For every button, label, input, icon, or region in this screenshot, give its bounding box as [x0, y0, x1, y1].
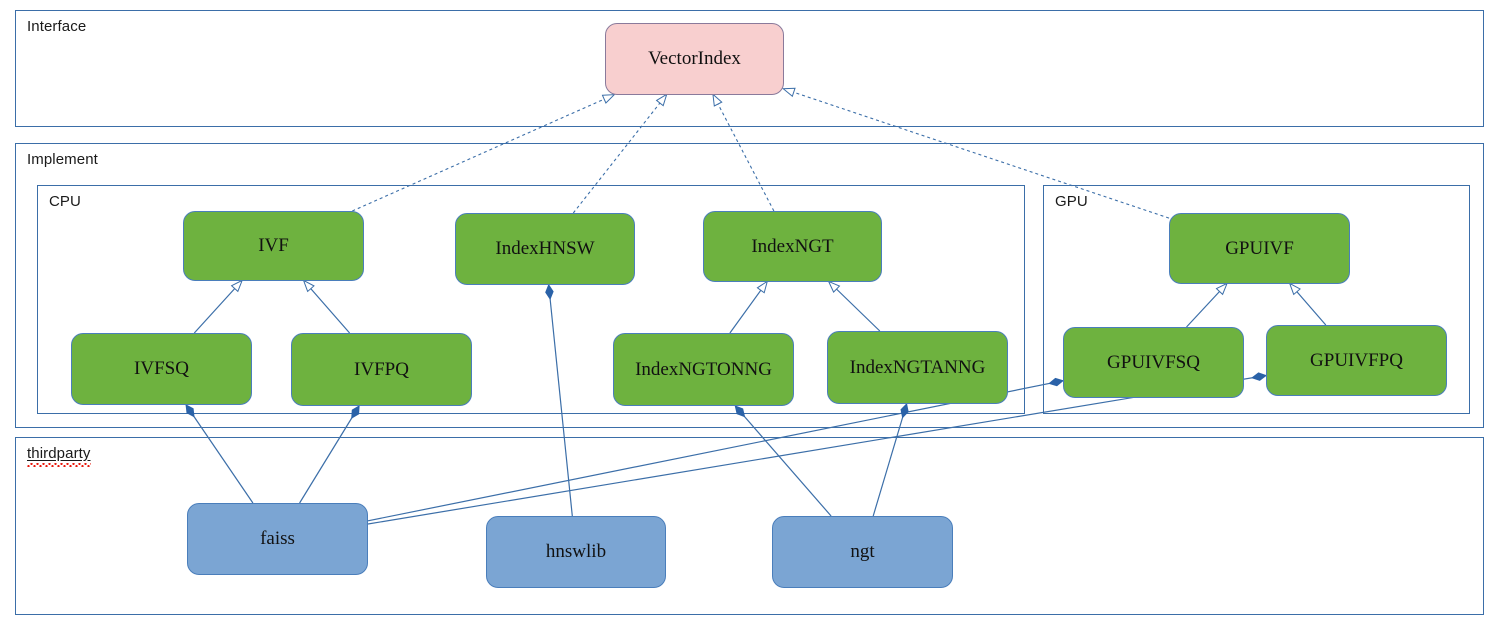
group-label-cpu: CPU: [49, 193, 81, 210]
class-node-label: GPUIVF: [1225, 237, 1294, 259]
class-node-ivfpq[interactable]: IVFPQ: [291, 333, 472, 406]
class-node-indexhnsw[interactable]: IndexHNSW: [455, 213, 635, 285]
class-node-label: IndexNGTANNG: [849, 356, 986, 378]
class-node-label: faiss: [260, 528, 295, 549]
class-node-label: hnswlib: [545, 541, 607, 562]
group-label-gpu: GPU: [1055, 193, 1088, 210]
group-label-interface: Interface: [27, 18, 87, 35]
class-node-indexngt[interactable]: IndexNGT: [703, 211, 882, 282]
class-node-hnswlib[interactable]: hnswlib: [486, 516, 666, 588]
class-node-label: IVFSQ: [134, 358, 189, 379]
class-node-label: IVFPQ: [354, 358, 409, 380]
class-node-label: IndexNGT: [751, 235, 834, 257]
class-node-label: VectorIndex: [648, 48, 741, 69]
class-node-gpuivfsq[interactable]: GPUIVFSQ: [1063, 327, 1244, 398]
class-node-gpuivf[interactable]: GPUIVF: [1169, 213, 1350, 284]
group-label-implement: Implement: [27, 151, 98, 168]
class-node-ngt[interactable]: ngt: [772, 516, 953, 588]
class-node-label: ngt: [850, 541, 875, 562]
class-node-label: IndexNGTONNG: [635, 358, 772, 380]
class-node-vectorindex[interactable]: VectorIndex: [605, 23, 784, 95]
class-node-indexngtonng[interactable]: IndexNGTONNG: [613, 333, 794, 406]
class-node-faiss[interactable]: faiss: [187, 503, 368, 575]
class-node-gpuivfpq[interactable]: GPUIVFPQ: [1266, 325, 1447, 396]
class-node-label: IVF: [258, 235, 289, 256]
class-node-label: GPUIVFPQ: [1310, 349, 1403, 371]
class-node-ivfsq[interactable]: IVFSQ: [71, 333, 252, 405]
class-node-label: GPUIVFSQ: [1107, 351, 1200, 373]
group-label-thirdparty: thirdparty: [27, 445, 91, 467]
class-node-indexngtanng[interactable]: IndexNGTANNG: [827, 331, 1008, 404]
class-node-label: IndexHNSW: [495, 238, 595, 259]
class-node-ivf[interactable]: IVF: [183, 211, 364, 281]
